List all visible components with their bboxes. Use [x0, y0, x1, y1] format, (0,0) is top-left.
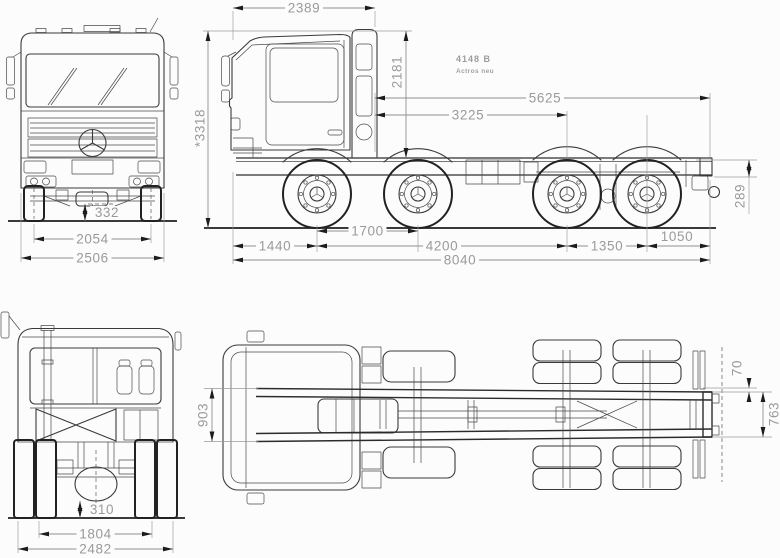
dim-rear-width: 2482 — [17, 521, 174, 557]
svg-text:*3318: *3318 — [193, 109, 208, 147]
svg-text:2506: 2506 — [76, 251, 108, 266]
rear-view: 310 1804 2482 — [0, 311, 185, 557]
dim-rear-axle-spread: 1350 — [567, 239, 647, 254]
rear-subframe — [30, 407, 161, 442]
dim-cab-to-rear-axle: 3225 — [375, 108, 568, 158]
dim-wheelbase: 4200 — [317, 239, 567, 254]
dim-front-axle-spread: 1700 — [317, 224, 418, 239]
svg-text:3225: 3225 — [452, 108, 484, 123]
front-wheels — [23, 185, 162, 222]
dim-cab-length: 2389 — [232, 1, 376, 40]
dim-rear-track: 1804 — [38, 521, 153, 542]
plan-view: 903 70 763 — [196, 330, 780, 505]
dim-frame-height: 289 — [696, 159, 757, 214]
dim-rear-clearance: 310 — [77, 501, 119, 518]
model-name: Actros neu — [456, 68, 494, 75]
plan-driveline — [398, 350, 651, 488]
dim-cab-height: 2181 — [390, 31, 409, 158]
dim-frame-width-rear: 763 — [712, 392, 780, 438]
side-air-intake-tower — [351, 28, 378, 158]
svg-text:1804: 1804 — [79, 527, 111, 542]
svg-text:1350: 1350 — [591, 239, 623, 254]
model-code: 4148 B — [456, 54, 491, 64]
dim-front-width: 2506 — [20, 193, 165, 266]
svg-text:4200: 4200 — [426, 239, 458, 254]
side-cab — [221, 33, 351, 158]
dim-bracket-offset: 70 — [703, 356, 772, 402]
rear-wheels — [13, 439, 178, 519]
svg-text:5625: 5625 — [529, 91, 561, 106]
svg-text:310: 310 — [90, 502, 114, 517]
svg-text:903: 903 — [196, 403, 211, 427]
dim-cab-to-frame-end: 5625 — [374, 91, 711, 157]
svg-text:332: 332 — [95, 205, 119, 220]
svg-text:2482: 2482 — [79, 542, 111, 557]
svg-text:289: 289 — [733, 184, 748, 208]
front-cab — [6, 17, 179, 189]
side-extension-lines — [232, 115, 711, 264]
front-grille — [27, 117, 158, 158]
dim-front-track: 2054 — [33, 224, 152, 247]
svg-text:1440: 1440 — [259, 239, 291, 254]
svg-text:2054: 2054 — [76, 232, 108, 247]
side-view: 4148 B Actros neu *3318 2389 2181 5625 3… — [193, 1, 757, 268]
svg-text:763: 763 — [767, 402, 780, 426]
rear-cab — [0, 311, 182, 443]
dim-front-clearance: 332 — [82, 204, 124, 221]
svg-text:2389: 2389 — [288, 1, 320, 16]
side-chassis-equipment — [465, 157, 721, 210]
plan-rear-brackets — [692, 350, 720, 479]
front-bumper — [21, 157, 164, 188]
svg-text:2181: 2181 — [390, 56, 405, 88]
svg-text:70: 70 — [730, 360, 745, 376]
front-view: 332 2054 2506 — [6, 17, 179, 266]
plan-wheels — [382, 339, 682, 491]
svg-text:1700: 1700 — [351, 224, 383, 239]
dim-overall-length: 8040 — [233, 253, 710, 268]
svg-text:8040: 8040 — [444, 253, 476, 268]
dim-overall-height: *3318 — [193, 31, 211, 228]
dim-front-overhang: 1440 — [233, 239, 317, 254]
dim-rear-overhang: 1050 — [647, 229, 710, 249]
svg-text:1050: 1050 — [661, 229, 693, 244]
plan-cab — [222, 330, 361, 505]
dim-frame-width-front: 903 — [196, 388, 258, 442]
